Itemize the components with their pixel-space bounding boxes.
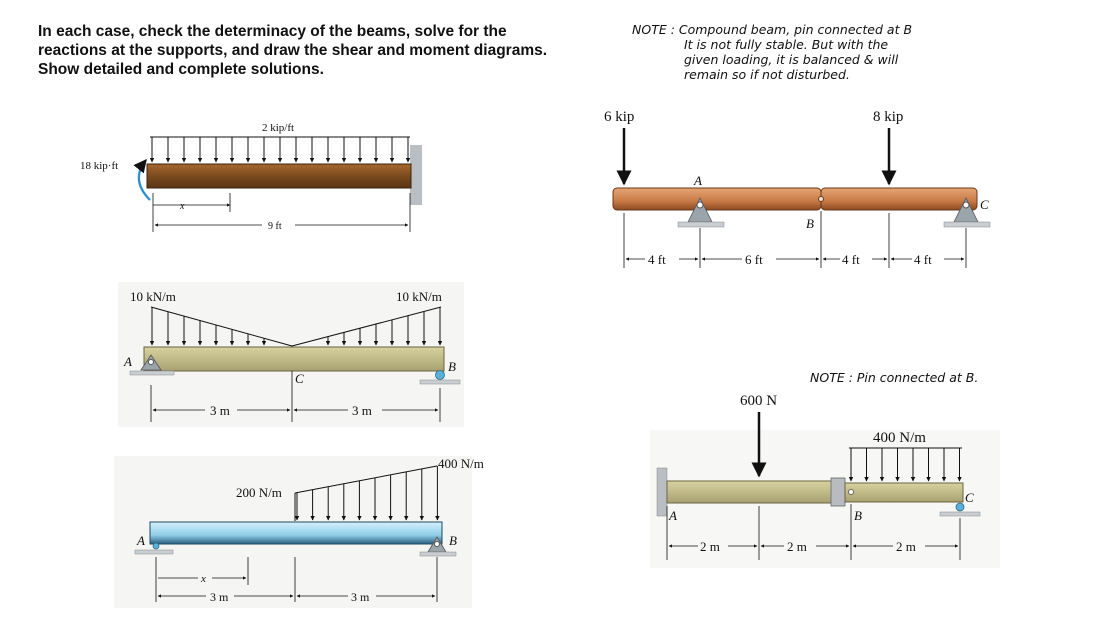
- fixed-wall: [410, 145, 422, 205]
- beam: [149, 521, 443, 545]
- label-b: B: [449, 533, 457, 548]
- moment-arrow: [133, 158, 151, 201]
- beam-3-linear-load: 200 N/m 400 N/m A B x 3 m 3 m: [114, 456, 484, 608]
- span2-label: 3 m: [352, 403, 372, 418]
- dim-d2: 2 m: [787, 539, 807, 554]
- load-left-label: 10 kN/m: [130, 289, 176, 304]
- uniform-load-arrows: [848, 448, 962, 482]
- label-c: C: [295, 371, 304, 386]
- span-label: 9 ft: [268, 221, 282, 232]
- label-b: B: [448, 359, 456, 374]
- label-c: C: [980, 197, 989, 212]
- dim-d1: 2 m: [700, 539, 720, 554]
- roller-support-b: [435, 370, 445, 380]
- load-high-label: 400 N/m: [438, 456, 484, 471]
- label-c: C: [965, 490, 974, 505]
- span1-label: 3 m: [210, 403, 230, 418]
- beam: [143, 346, 445, 372]
- beam-segment-ab: [666, 480, 836, 504]
- load-label: 400 N/m: [873, 430, 926, 446]
- label-b: B: [806, 216, 814, 231]
- triangular-load-arrows: [149, 307, 443, 346]
- dim-d1: 4 ft: [648, 252, 666, 267]
- fixed-wall: [656, 467, 668, 517]
- dim-d3: 2 m: [896, 539, 916, 554]
- beam-segment-bc: [820, 187, 978, 211]
- load-profile-right: [291, 306, 442, 347]
- beam-5-pin-connected: 600 N 400 N/m C A B 2 m 2 m 2 m: [650, 393, 1000, 568]
- load-p1-label: 6 kip: [604, 109, 634, 125]
- note-pin-connected: NOTE : Pin connected at B.: [810, 370, 979, 385]
- label-a: A: [693, 173, 702, 188]
- note-line: remain so if not disturbed.: [684, 67, 850, 82]
- pin-connection-b: [848, 489, 854, 495]
- roller-support-a: [152, 542, 160, 550]
- label-a: A: [668, 508, 677, 523]
- linear-load-arrows: [294, 465, 440, 521]
- load-label: 2 kip/ft: [262, 122, 294, 134]
- dim-d3: 4 ft: [842, 252, 860, 267]
- hinge-bracket: [830, 477, 846, 507]
- load-low-label: 200 N/m: [236, 485, 282, 500]
- span2-label: 3 m: [351, 590, 370, 604]
- beam-segment-ab: [612, 187, 822, 211]
- load-profile-left: [150, 306, 293, 347]
- label-a: A: [123, 354, 132, 369]
- pin-connection-b: [818, 196, 824, 202]
- load-p-label: 600 N: [740, 393, 777, 409]
- beam-segment-bc: [844, 482, 964, 503]
- note-line: NOTE : Compound beam, pin connected at B: [632, 22, 913, 37]
- dim-d4: 4 ft: [914, 252, 932, 267]
- load-p2-label: 8 kip: [873, 109, 903, 125]
- load-profile: [294, 465, 438, 494]
- load-right-label: 10 kN/m: [396, 289, 442, 304]
- beam: [146, 163, 412, 189]
- label-b: B: [854, 508, 862, 523]
- dim-d2: 6 ft: [745, 252, 763, 267]
- beam-4-compound: 6 kip 8 kip A C B 4 ft 6 ft 4 ft: [604, 109, 991, 268]
- x-label: x: [200, 573, 206, 585]
- uniform-load-arrows: [149, 137, 411, 163]
- beam-1-cantilever: 2 kip/ft 18 kip·ft x 9 ft: [80, 122, 422, 232]
- beam-2-triangular-loads: 10 kN/m 10 kN/m A B C 3 m 3 m: [118, 282, 464, 427]
- problem-instructions: In each case, check the determinacy of t…: [38, 23, 548, 78]
- moment-label: 18 kip·ft: [80, 160, 118, 172]
- note-line: given loading, it is balanced & will: [684, 52, 899, 67]
- span1-label: 3 m: [210, 590, 229, 604]
- x-label: x: [179, 201, 185, 212]
- note-compound-beam: NOTE : Compound beam, pin connected at B…: [632, 22, 912, 82]
- label-a: A: [136, 533, 145, 548]
- note-line: It is not fully stable. But with the: [684, 37, 889, 52]
- roller-support-c: [955, 502, 965, 512]
